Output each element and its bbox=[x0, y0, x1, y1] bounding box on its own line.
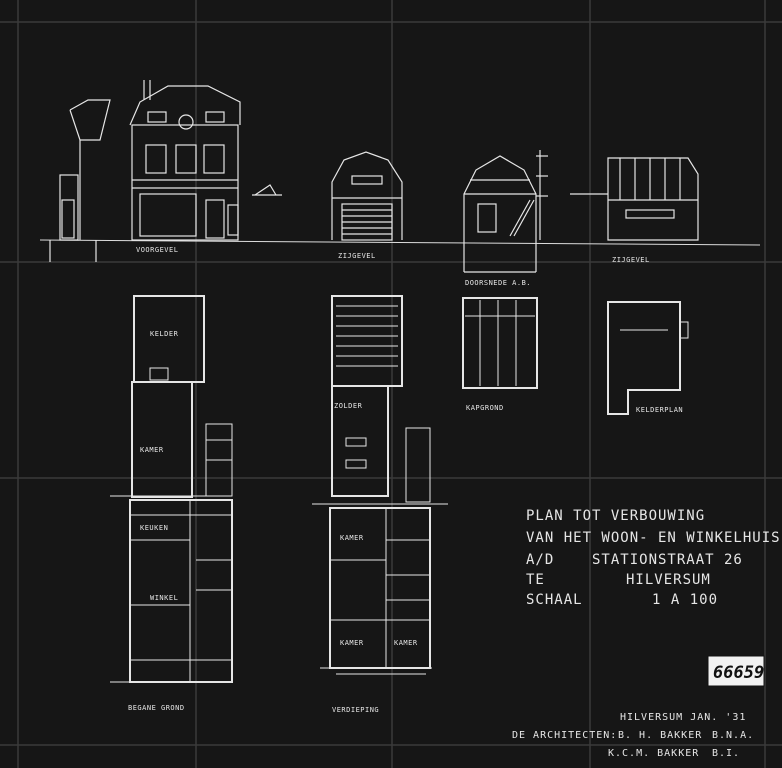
roof-plan bbox=[462, 297, 538, 389]
label-doorsnede: DOORSNEDE A.B. bbox=[465, 279, 531, 287]
upper-floor-plan bbox=[312, 385, 448, 675]
signature-block: HILVERSUM JAN. '31 DE ARCHITECTEN: B. H.… bbox=[512, 712, 754, 759]
label-kapgrond: KAPGROND bbox=[466, 404, 504, 412]
archive-stamp: 66659 bbox=[707, 655, 765, 687]
title-line-3-left: A/D bbox=[526, 552, 554, 568]
ground-line bbox=[39, 239, 761, 246]
label-zolder: ZOLDER bbox=[334, 402, 363, 410]
title-line-5-left: SCHAAL bbox=[526, 592, 583, 608]
cellar-plan bbox=[607, 301, 689, 415]
signature-architect-2: K.C.M. BAKKER bbox=[608, 748, 699, 759]
signature-architects-label: DE ARCHITECTEN: bbox=[512, 730, 617, 741]
label-kamer-lower-left: KAMER bbox=[340, 639, 364, 647]
title-block: PLAN TOT VERBOUWING VAN HET WOON- EN WIN… bbox=[526, 508, 781, 608]
label-beganegrond: BEGANE GROND bbox=[128, 704, 185, 712]
side-elevation bbox=[331, 151, 403, 241]
title-line-2: VAN HET WOON- EN WINKELHUIS bbox=[526, 530, 781, 546]
label-winkel: WINKEL bbox=[150, 594, 178, 602]
title-line-5-right: 1 A 100 bbox=[652, 592, 718, 608]
label-kelderplan: KELDERPLAN bbox=[636, 406, 683, 414]
ground-floor-plan bbox=[110, 381, 233, 683]
cellar-room-plan bbox=[133, 295, 205, 383]
rear-elevation bbox=[570, 157, 699, 241]
label-achtergevel: ZIJGEVEL bbox=[612, 256, 650, 264]
section-ab bbox=[463, 150, 548, 273]
signature-architect-2-title: B.I. bbox=[712, 748, 740, 759]
label-beganegrond-top: KAMER bbox=[140, 446, 164, 454]
title-line-4-right: HILVERSUM bbox=[626, 572, 711, 588]
label-kamer-lower-right: KAMER bbox=[394, 639, 418, 647]
label-keuken: KEUKEN bbox=[140, 524, 168, 532]
signature-place-date: HILVERSUM JAN. '31 bbox=[620, 712, 746, 723]
title-line-3-right: STATIONSTRAAT 26 bbox=[592, 552, 743, 568]
label-zijgevel: ZIJGEVEL bbox=[338, 252, 376, 260]
signature-architect-1: B. H. BAKKER bbox=[618, 730, 702, 741]
label-verdieping: VERDIEPING bbox=[332, 706, 379, 714]
title-line-4-left: TE bbox=[526, 572, 545, 588]
label-kamer-upper: KAMER bbox=[340, 534, 364, 542]
front-facade-elevation bbox=[49, 80, 282, 262]
stamp-number: 66659 bbox=[713, 663, 764, 683]
signature-architect-1-title: B.N.A. bbox=[712, 730, 754, 741]
label-kelder-room: KELDER bbox=[150, 330, 179, 338]
title-line-1: PLAN TOT VERBOUWING bbox=[526, 508, 705, 524]
label-voorgevel: VOORGEVEL bbox=[136, 246, 178, 254]
